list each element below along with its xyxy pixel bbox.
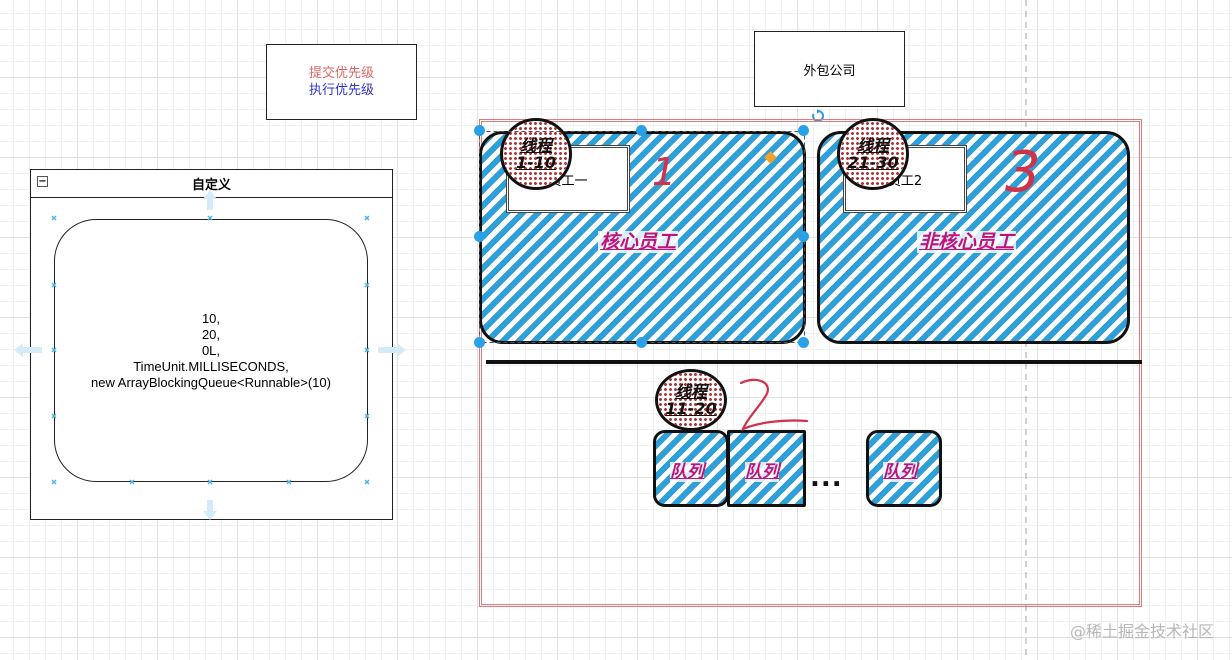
outsource-company-label: 外包公司: [803, 63, 856, 79]
watermark: @稀土掘金技术社区: [1069, 622, 1214, 641]
queue-label: 队列: [670, 462, 704, 482]
handwritten-number-2: [739, 378, 809, 432]
resize-handle[interactable]: [474, 125, 485, 136]
thread-range: 11-20: [665, 399, 717, 418]
resize-handle[interactable]: [636, 337, 647, 348]
core-selection-frame[interactable]: [474, 126, 814, 351]
constructor-params-box[interactable]: 10, 20, 0L, TimeUnit.MILLISECONDS, new A…: [54, 219, 368, 482]
resize-handle[interactable]: [474, 231, 485, 242]
submit-priority-text: 提交优先级: [308, 66, 374, 81]
param-line: 20,: [201, 326, 221, 342]
thread-title: 线程: [674, 382, 707, 401]
thread-title: 线程: [519, 136, 552, 155]
param-line: 10,: [201, 310, 221, 326]
resize-handle[interactable]: [798, 231, 809, 242]
resize-handle[interactable]: [636, 125, 647, 136]
noncore-employees-label: 非核心员工: [917, 231, 1017, 253]
drag-arrow-down-icon: [203, 500, 217, 520]
collapse-icon[interactable]: −: [37, 176, 48, 187]
queue-label: 队列: [883, 462, 917, 482]
param-line: 0L,: [201, 342, 221, 358]
priority-legend[interactable]: 提交优先级 执行优先级: [266, 44, 417, 120]
drag-arrow-right-icon: [378, 343, 406, 357]
selection-overlay[interactable]: [10, 190, 410, 525]
param-line: TimeUnit.MILLISECONDS,: [133, 358, 289, 374]
connection-points[interactable]: [51, 215, 370, 485]
thread-range: 1-10: [515, 153, 557, 172]
drag-arrow-left-icon: [14, 343, 42, 357]
queue-ellipsis: ...: [810, 463, 843, 493]
thread-badge-queue[interactable]: 线程 11-20: [655, 369, 727, 431]
thread-title: 线程: [856, 136, 889, 155]
resize-handle[interactable]: [474, 337, 485, 348]
resize-handle[interactable]: [798, 125, 809, 136]
thread-badge-noncore[interactable]: 线程 21-30: [837, 118, 909, 190]
exec-priority-text: 执行优先级: [308, 83, 374, 98]
custom-container-title: 自定义: [191, 178, 231, 193]
outsource-company-box[interactable]: 外包公司: [754, 31, 905, 107]
handwritten-number-3: 3: [1005, 140, 1041, 205]
core-employees-label: 核心员工: [598, 231, 679, 253]
resize-handle[interactable]: [798, 337, 809, 348]
pool-divider: [486, 360, 1142, 364]
param-line: new ArrayBlockingQueue<Runnable>(10): [91, 374, 331, 390]
queue-label: 队列: [745, 462, 779, 482]
handwritten-number-1: 1: [652, 150, 677, 194]
queue-slot[interactable]: [653, 430, 729, 507]
thread-range: 21-30: [847, 153, 899, 172]
drag-arrow-up-icon: [203, 190, 217, 210]
